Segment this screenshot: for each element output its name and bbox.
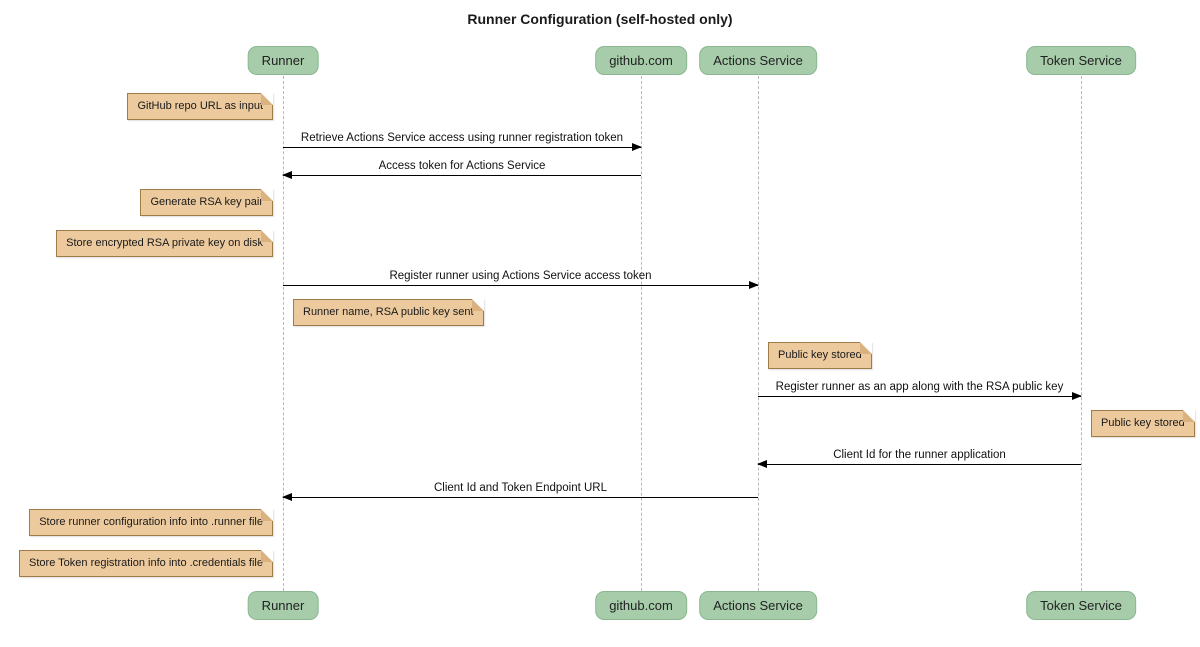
message-label: Retrieve Actions Service access using ru… [300, 132, 624, 144]
message-register-app: Register runner as an app along with the… [758, 380, 1082, 400]
arrowhead-left-icon [757, 460, 767, 468]
note-store-runner-file: Store runner configuration info into .ru… [29, 509, 273, 536]
participant-runner-bottom: Runner [247, 591, 319, 620]
message-line [282, 493, 758, 501]
message-client-id-endpoint: Client Id and Token Endpoint URL [282, 481, 758, 501]
arrowhead-right-icon [749, 281, 759, 289]
message-label: Client Id and Token Endpoint URL [433, 482, 608, 494]
participant-github-bottom: github.com [595, 591, 687, 620]
participant-actions-service-top: Actions Service [699, 46, 817, 75]
message-client-id: Client Id for the runner application [757, 448, 1081, 468]
message-line [282, 171, 641, 179]
message-label: Register runner using Actions Service ac… [389, 270, 652, 282]
participant-actions-service-bottom: Actions Service [699, 591, 817, 620]
arrowhead-right-icon [1072, 392, 1082, 400]
note-public-key-stored-token: Public key stored [1091, 410, 1195, 437]
arrowhead-right-icon [632, 143, 642, 151]
participant-token-service-bottom: Token Service [1026, 591, 1136, 620]
message-label: Register runner as an app along with the… [775, 381, 1064, 393]
message-retrieve-access: Retrieve Actions Service access using ru… [283, 131, 642, 151]
note-public-key-stored-actions: Public key stored [768, 342, 872, 369]
note-generate-rsa: Generate RSA key pair [140, 189, 273, 216]
message-line [757, 460, 1081, 468]
diagram-title: Runner Configuration (self-hosted only) [467, 11, 733, 27]
note-repo-url: GitHub repo URL as input [127, 93, 273, 120]
note-runner-name-sent: Runner name, RSA public key sent [293, 299, 484, 326]
message-label: Client Id for the runner application [833, 449, 1006, 461]
participant-runner-top: Runner [247, 46, 319, 75]
note-store-private-key: Store encrypted RSA private key on disk [56, 230, 273, 257]
lifeline-runner [283, 76, 284, 591]
participant-token-service-top: Token Service [1026, 46, 1136, 75]
message-access-token: Access token for Actions Service [282, 159, 641, 179]
message-line [283, 143, 642, 151]
message-register-runner: Register runner using Actions Service ac… [283, 269, 759, 289]
arrowhead-left-icon [282, 171, 292, 179]
note-store-credentials-file: Store Token registration info into .cred… [19, 550, 273, 577]
lifeline-token-service [1081, 76, 1082, 591]
message-line [758, 392, 1082, 400]
message-line [283, 281, 759, 289]
message-label: Access token for Actions Service [378, 160, 546, 172]
arrowhead-left-icon [282, 493, 292, 501]
participant-github-top: github.com [595, 46, 687, 75]
lifeline-github [641, 76, 642, 591]
lifeline-actions-service [758, 76, 759, 591]
